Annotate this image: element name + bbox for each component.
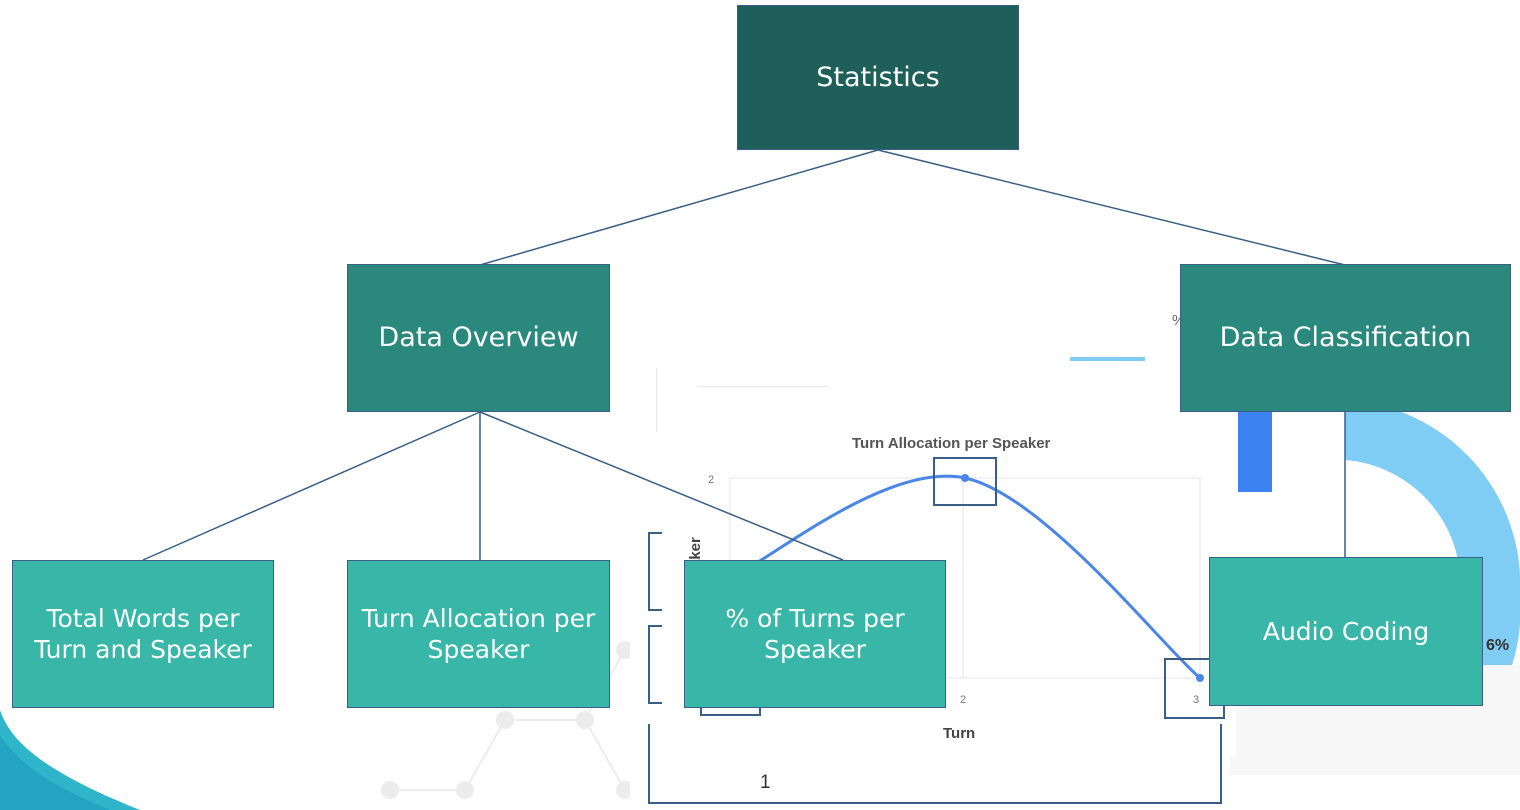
node-data-overview: Data Overview [347,264,610,412]
y-tick-label: 2 [708,474,714,486]
bracket-2 [648,625,662,704]
node-pct-turns: % of Turns per Speaker [684,560,946,708]
chart-panel-leftline [656,368,657,432]
chart-title: Turn Allocation per Speaker [852,435,1051,452]
node-total-words: Total Words per Turn and Speaker [12,560,274,708]
data-point [1196,674,1204,682]
x-tick-label: 2 [960,694,966,706]
connector-root-classification [877,149,1346,266]
node-audio-coding: Audio Coding [1209,557,1483,706]
connector-overview-pct [479,411,844,561]
donut-percent-label: 6% [1486,637,1510,654]
table-outline-frame [648,724,1222,804]
x-tick-label: 3 [1193,694,1199,706]
connector-root-overview [479,149,879,266]
table-value: 1 [760,772,771,793]
donut-light-segment [1345,400,1520,595]
highlight-box-peak [933,457,997,506]
data-point [961,474,969,482]
node-statistics: Statistics [737,5,1019,150]
donut-dark-segment [1238,410,1272,492]
legend-line-fragment [1070,357,1145,361]
decorative-swoosh [0,710,140,810]
connector-overview-total [142,411,481,561]
node-turn-allocation: Turn Allocation per Speaker [347,560,610,708]
node-data-classification: Data Classification [1180,264,1511,412]
chart-panel-topline [698,386,828,387]
x-axis-label: Turn [943,725,975,742]
bracket-1 [648,532,662,611]
